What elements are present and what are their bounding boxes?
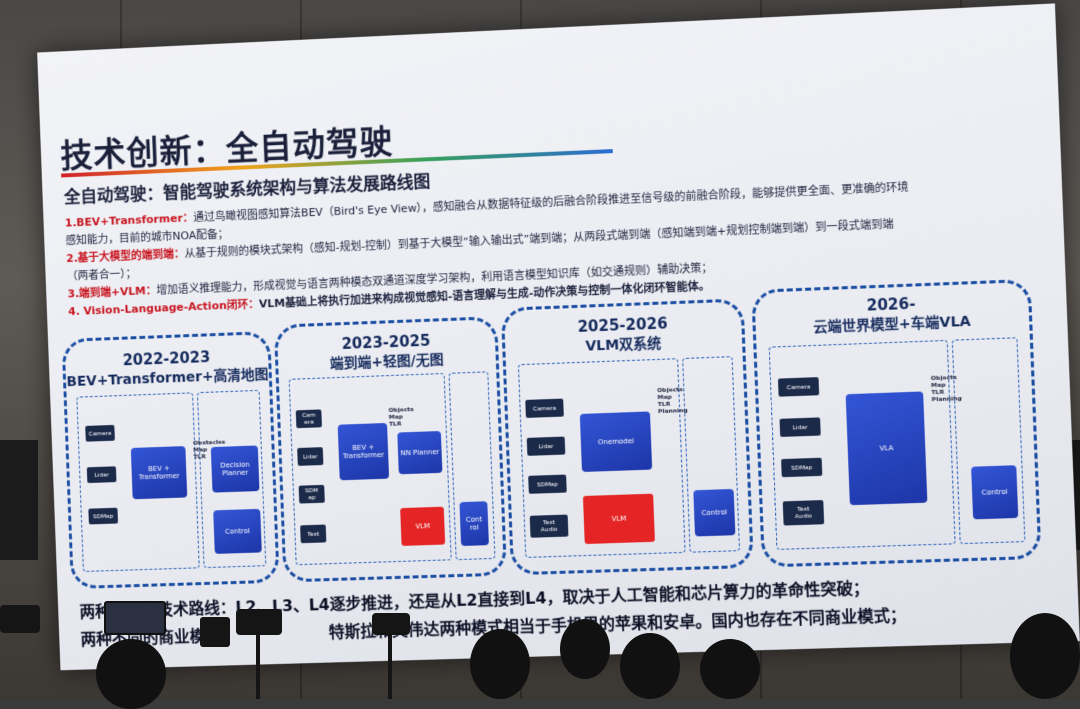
audience-head	[620, 633, 680, 699]
lidar-input: Lidar	[526, 436, 566, 456]
camera-input: Cam era	[295, 409, 322, 429]
stage-2026: 2026- 云端世界模型+车端VLA Camera Lidar SDMap Te…	[751, 278, 1042, 568]
tripod-leg	[388, 635, 392, 699]
sdmap-input: SDMap	[88, 507, 119, 525]
roadmap-line-4: （两者合一）；	[67, 265, 137, 284]
output-annotation: Objects Map TLR	[388, 406, 414, 428]
camera-body	[236, 609, 282, 635]
camera-input: Camera	[777, 377, 820, 397]
line-label: 4. Vision-Language-Action闭环：	[68, 297, 260, 319]
projection-screen: 技术创新：全自动驾驶 全自动驾驶：智能驾驶系统架构与算法发展路线图 1.BEV+…	[37, 3, 1080, 671]
bev-transformer-module: BEV + Transformer	[337, 422, 390, 481]
text-input: Text	[300, 524, 327, 544]
output-annotation: Objects Map TLR Planning	[657, 386, 688, 416]
stage-2025-2026: 2025-2026 VLM双系统 Camera Lidar SDMap Text…	[500, 298, 754, 576]
camera-input: Camera	[85, 424, 115, 442]
vlm-module: VLM	[582, 493, 655, 545]
bev-transformer-module: BEV + Transformer	[130, 446, 188, 500]
vla-module: VLA	[845, 391, 928, 506]
control-module: Control	[971, 465, 1019, 520]
audience-head	[470, 629, 530, 699]
camera-body	[0, 605, 40, 633]
audience-head	[96, 639, 166, 709]
left-speaker	[0, 440, 38, 560]
line-label: 2.基于大模型的端到端：	[66, 247, 185, 265]
decision-planner-module: Decision Planner	[210, 445, 260, 493]
audience-head	[560, 619, 610, 679]
control-module: Control	[693, 488, 736, 537]
onemodel-module: Onemodel	[579, 411, 653, 472]
lidar-input: Lidar	[297, 447, 324, 466]
lidar-input: Lidar	[779, 417, 821, 437]
audience-head	[1010, 613, 1080, 699]
camera-body	[200, 617, 230, 647]
nn-planner-module: NN Planner	[397, 430, 443, 475]
line-label: 3.端到端+VLM：	[67, 283, 157, 301]
line-label: 1.BEV+Transformer：	[64, 211, 194, 230]
output-annotation: Objects Map TLR Planning	[930, 373, 963, 404]
camera-input: Camera	[525, 398, 564, 418]
audience-foreground	[0, 601, 1080, 709]
sdmap-input: SDM ap	[298, 484, 325, 504]
audience-head	[700, 639, 760, 699]
stage-2022-2023: 2022-2023 BEV+Transformer+高清地图 Camera Li…	[61, 330, 280, 590]
line-text: 从基于规则的模块式架构（感知-规划-控制）到基于大模型“输入输出式”端到端；从两…	[184, 217, 894, 261]
sdmap-input: SDMap	[781, 457, 823, 478]
sdmap-input: SDMap	[528, 474, 567, 494]
text-audio-input: Text Audio	[782, 500, 825, 526]
text-audio-input: Text Audio	[529, 514, 569, 538]
control-module: Cont rol	[459, 501, 489, 547]
tripod-leg	[256, 635, 260, 699]
phone-screen	[104, 601, 166, 635]
stage-2023-2025: 2023-2025 端到端+轻图/无图 Cam era Lidar SDM ap…	[273, 316, 508, 583]
camera-body	[372, 613, 410, 635]
control-module: Control	[213, 508, 262, 554]
lidar-input: Lidar	[86, 466, 117, 484]
vlm-module: VLM	[400, 506, 446, 546]
line-text: （两者合一）；	[66, 267, 137, 283]
